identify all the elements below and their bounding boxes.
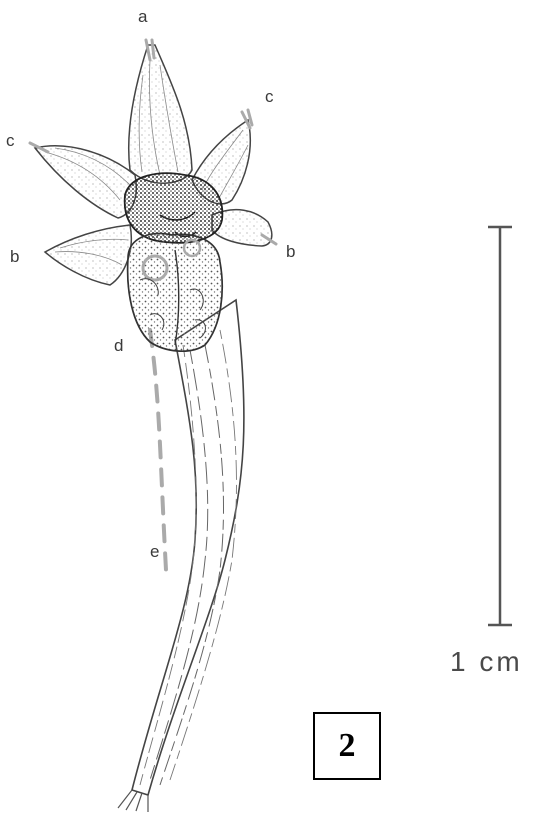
label-a: a — [138, 8, 147, 25]
scale-bar — [488, 227, 512, 625]
label-b-right: b — [286, 243, 295, 260]
sepal-a — [129, 40, 192, 183]
bract-outline-dashed — [150, 330, 166, 570]
column-head — [125, 173, 223, 243]
panel-number: 2 — [339, 727, 356, 765]
label-c-left: c — [6, 132, 15, 149]
label-b-left: b — [10, 248, 19, 265]
stalk — [118, 300, 244, 812]
label-d: d — [114, 337, 123, 354]
scale-bar-label: 1 cm — [450, 648, 523, 676]
petal-c-left — [30, 143, 136, 218]
label-e: e — [150, 543, 159, 560]
lateral-b-left — [45, 225, 131, 285]
panel-number-box: 2 — [313, 712, 381, 780]
labellum — [128, 234, 223, 352]
label-c-right: c — [265, 88, 274, 105]
